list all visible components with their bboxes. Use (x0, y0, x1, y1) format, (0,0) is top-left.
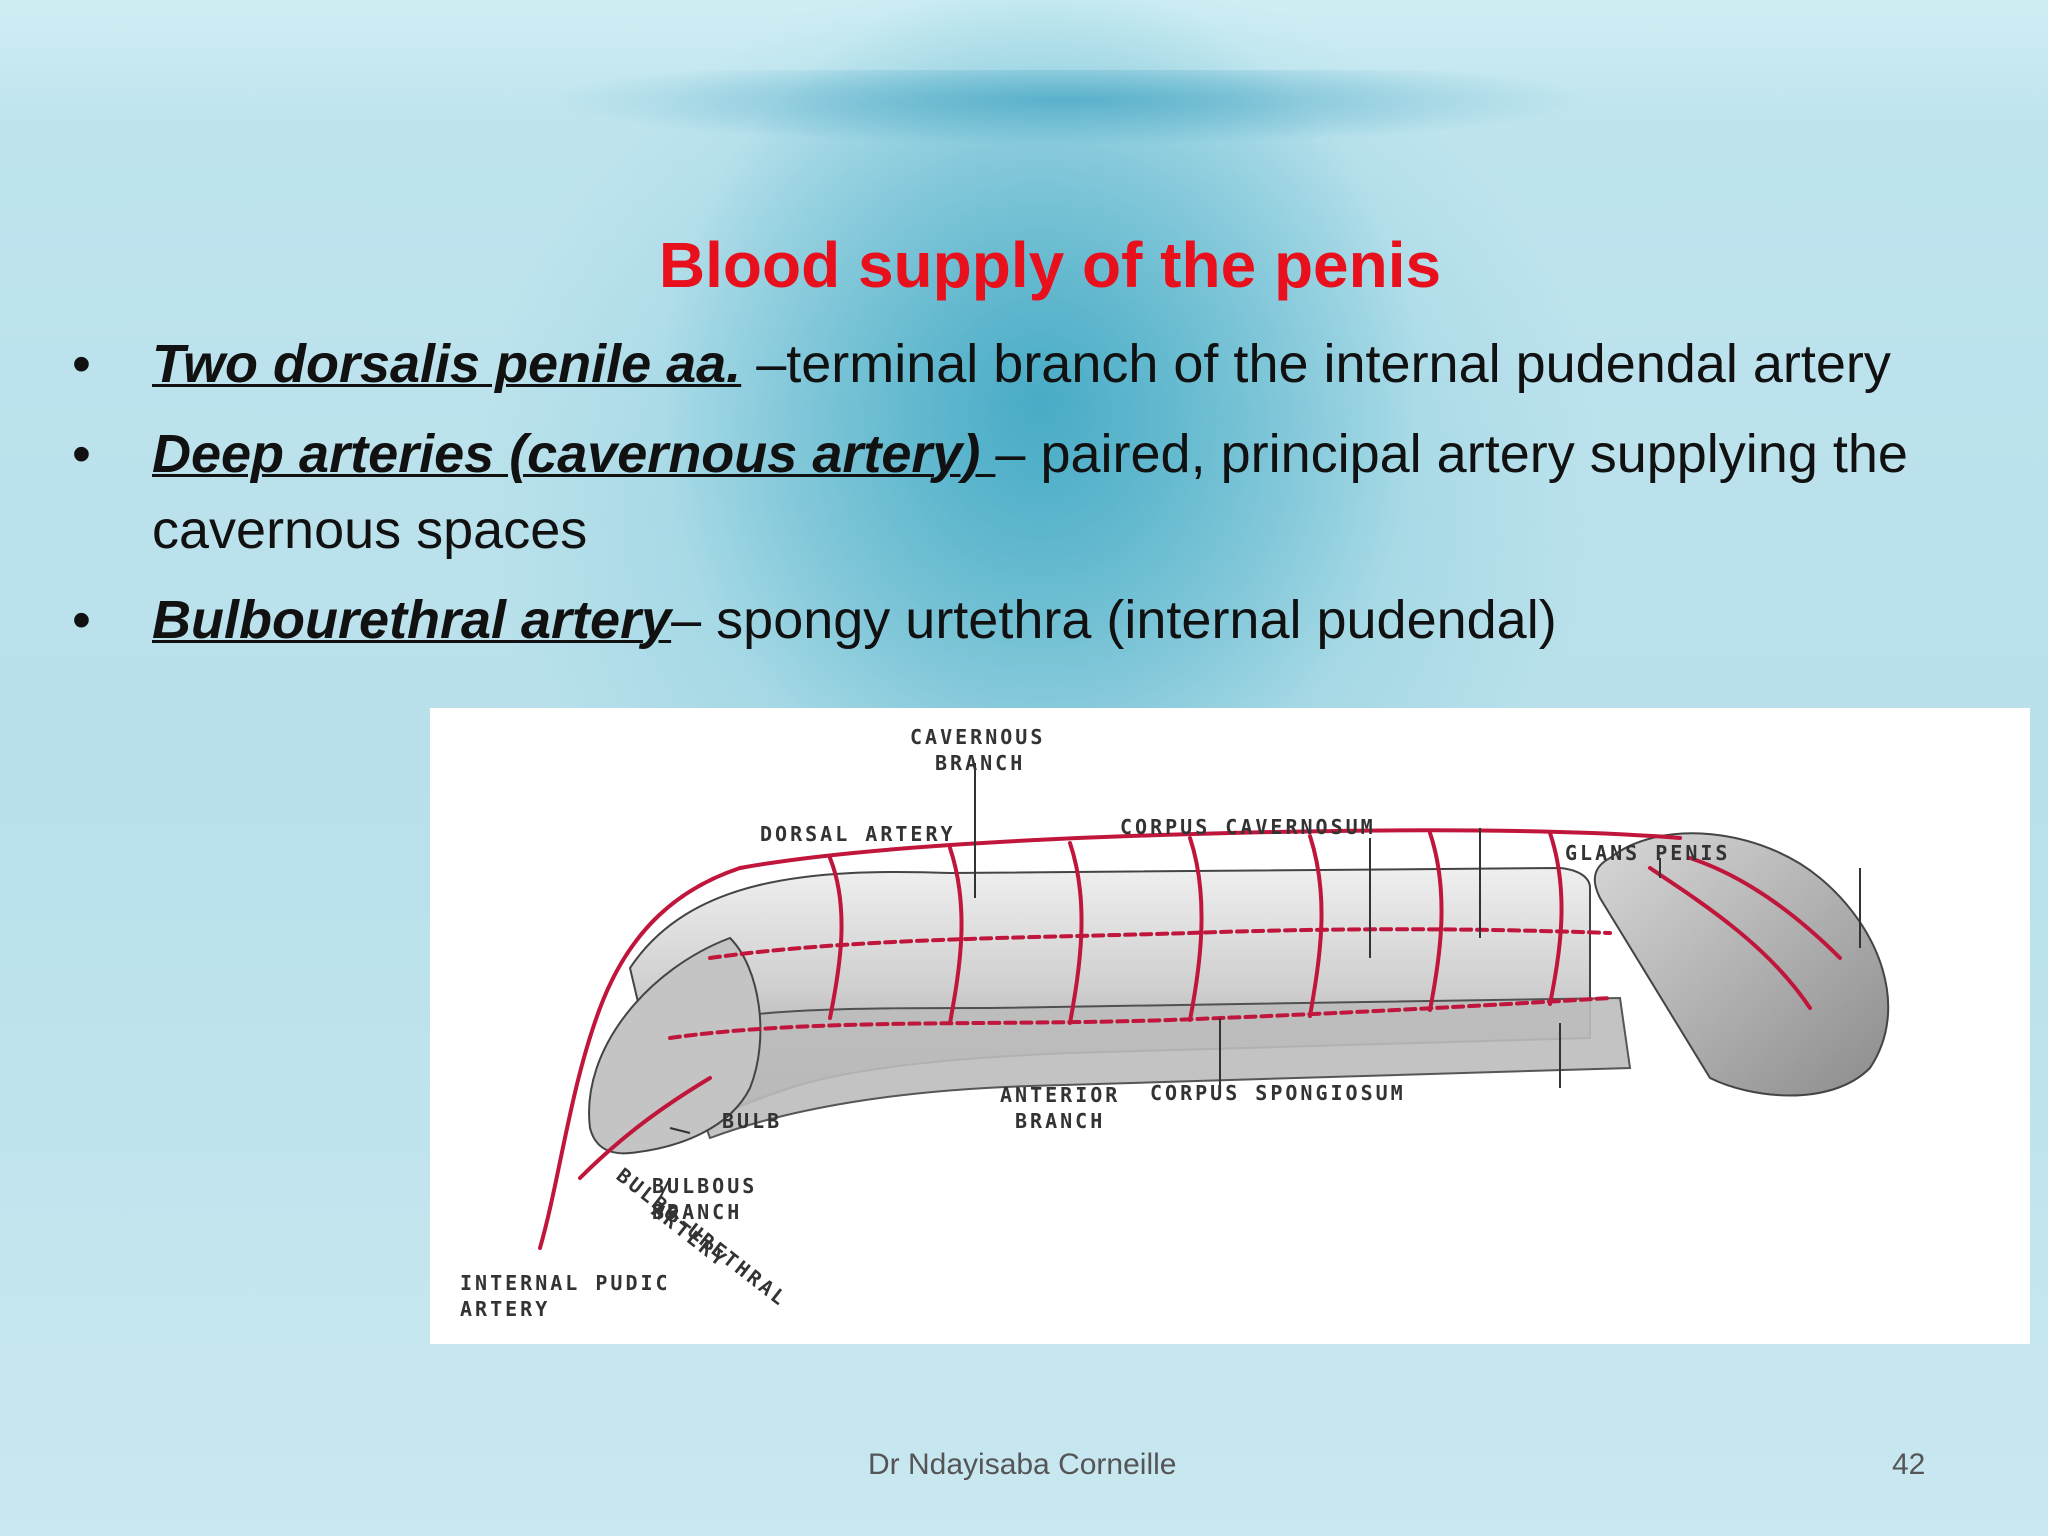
bullet-text: – paired, principal artery supplying the… (152, 424, 1908, 560)
cavernous-artery-path (708, 927, 1612, 960)
decorative-band (540, 70, 1600, 150)
artery-network (538, 828, 1842, 1250)
svg-text:BRANCH: BRANCH (652, 1200, 742, 1224)
corpus-spongiosum-shape (668, 996, 1632, 1140)
label-anterior-branch: ANTERIOR (1000, 1083, 1120, 1107)
label-glans-penis: GLANS PENIS (1565, 841, 1730, 865)
svg-text:CORPUS SPONGIOSUM: CORPUS SPONGIOSUM (1150, 1081, 1406, 1105)
footer-author: Dr Ndayisaba Corneille (868, 1448, 1177, 1481)
bullet-item: • Two dorsalis penile aa. –terminal bran… (72, 326, 2012, 402)
svg-text:CAVERNOUS: CAVERNOUS (910, 725, 1045, 749)
bullet-text: –terminal branch of the internal pudenda… (741, 334, 1891, 394)
internal-pudic-artery (538, 866, 742, 1250)
bullet-list: • Two dorsalis penile aa. –terminal bran… (72, 326, 2012, 672)
label-internal-pudic: INTERNAL PUDIC (460, 1271, 671, 1295)
svg-text:GLANS PENIS: GLANS PENIS (1565, 841, 1730, 865)
bulbo-urethral-artery-path (578, 1076, 712, 1180)
penis-blood-supply-illustration: CAVERNOUS BRANCH DORSAL ARTERY CORPUS CA… (460, 725, 1890, 1321)
bullet-dot: • (72, 334, 91, 394)
svg-text:INTERNAL PUDIC: INTERNAL PUDIC (460, 1271, 671, 1295)
page-number: 42 (1892, 1448, 1926, 1481)
slide-title: Blood supply of the penis (658, 229, 1442, 301)
glans-shape (1593, 832, 1890, 1097)
dorsal-artery-path (738, 828, 1682, 870)
label-corpus-spongiosum: CORPUS SPONGIOSUM (1150, 1081, 1406, 1105)
label-bulbous-branch-2: BRANCH (652, 1200, 742, 1224)
svg-text:ARTERY: ARTERY (460, 1297, 550, 1321)
svg-text:BRANCH: BRANCH (935, 751, 1025, 775)
bullet-item: • Bulbourethral artery– spongy urtethra … (72, 582, 2012, 658)
bullet-term: Deep arteries (cavernous artery) (152, 424, 996, 484)
label-bulb: BULB (722, 1109, 782, 1133)
label-corpus-cavernosum: CORPUS CAVERNOSUM (1120, 815, 1376, 839)
label-dorsal-artery: DORSAL ARTERY (760, 822, 956, 846)
bullet-item: • Deep arteries (cavernous artery) – pai… (72, 416, 2012, 568)
spongiosum-artery-path (668, 996, 1612, 1040)
svg-text:BRANCH: BRANCH (1015, 1109, 1105, 1133)
svg-text:ANTERIOR: ANTERIOR (1000, 1083, 1120, 1107)
label-anterior-branch-2: BRANCH (1015, 1109, 1105, 1133)
svg-text:BULBOUS: BULBOUS (652, 1174, 757, 1198)
bullet-text: – spongy urtethra (internal pudendal) (671, 590, 1557, 650)
bullet-term: Two dorsalis penile aa. (152, 334, 742, 394)
bullet-dot: • (72, 590, 91, 650)
label-internal-pudic-2: ARTERY (460, 1297, 550, 1321)
bullet-dot: • (72, 424, 91, 484)
label-bulbous-branch: BULBOUS (652, 1174, 757, 1198)
anatomy-figure: CAVERNOUS BRANCH DORSAL ARTERY CORPUS CA… (430, 708, 2030, 1344)
leader-lines (659, 763, 1861, 1199)
bulb-shape (588, 936, 762, 1155)
svg-text:DORSAL ARTERY: DORSAL ARTERY (760, 822, 956, 846)
label-cavernous-branch-2: BRANCH (935, 751, 1025, 775)
label-cavernous-branch: CAVERNOUS (910, 725, 1045, 749)
bullet-term: Bulbourethral artery (152, 590, 672, 650)
svg-text:CORPUS CAVERNOSUM: CORPUS CAVERNOSUM (1120, 815, 1376, 839)
svg-text:BULB: BULB (722, 1109, 782, 1133)
